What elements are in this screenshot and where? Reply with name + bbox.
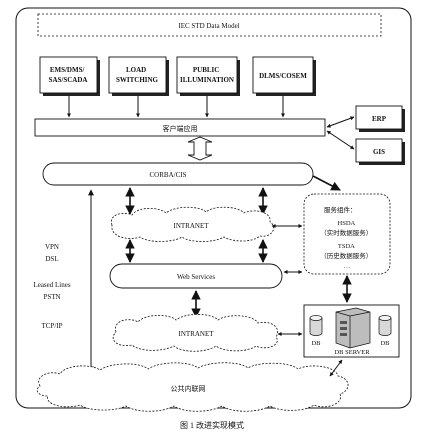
protocol-vpn: VPN: [45, 243, 59, 251]
server-icon: [335, 307, 371, 349]
service-line-1: 服务组件：: [324, 205, 357, 214]
protocol-pstn: PSTN: [43, 293, 60, 301]
db-server-label: DB SERVER: [334, 349, 370, 356]
service-line-6: …: [344, 263, 351, 270]
figure-caption: 图 1 改进实现模式: [180, 420, 244, 430]
service-line-5: （历史数据服务）: [320, 251, 372, 260]
db-right-label: DB: [380, 340, 390, 347]
arrows-client-to-erp-gis: [326, 116, 355, 150]
arrow-public-dbserver: [329, 359, 343, 377]
intranet-bottom-label: INTRANET: [179, 330, 215, 338]
top-box-public: PUBLIC ILLUMINATION: [176, 56, 240, 96]
web-services-label: Web Services: [177, 273, 215, 281]
gis-box: GIS: [355, 138, 405, 165]
arrows-corba-intranet: [125, 187, 268, 215]
svg-text:服务组件： HSDA （实时数据服务: 服务组件： HSDA （实时数据服务） TSDA （历史数据服务） …: [320, 205, 374, 270]
top-box-dlms-line-1: DLMS/COSEM: [259, 72, 307, 80]
db-right-icon: [378, 315, 392, 336]
db-server-box: DB DB DB SERVER: [303, 304, 400, 358]
top-box-public-line-2: ILLUMINATION: [180, 76, 234, 84]
protocol-tcpip: TCP/IP: [41, 322, 62, 330]
public-network-label: 公共内联网: [171, 384, 206, 393]
protocol-leased: Leased Lines: [33, 281, 70, 289]
header-box-label: IEC STD Data Model: [178, 22, 239, 30]
hollow-double-arrow: [187, 136, 213, 161]
top-box-ems-line-2: SAS/SCADA: [49, 76, 88, 84]
arrows-intranet-webservices: [125, 239, 268, 263]
top-box-load-line-1: LOAD: [126, 66, 146, 74]
erp-label: ERP: [372, 115, 387, 123]
top-box-dlms: DLMS/COSEM: [252, 56, 316, 96]
client-bar: 客户端应用: [34, 118, 326, 137]
svg-text:EMS/DMS/ SAS/SCADA: EMS/DMS/ SAS/SCADA: [49, 66, 88, 84]
service-line-2: HSDA: [338, 220, 356, 227]
top-box-ems: EMS/DMS/ SAS/SCADA: [39, 56, 100, 96]
service-line-4: TSDA: [338, 243, 355, 250]
intranet-bottom-cloud: INTRANET: [112, 313, 278, 352]
corba-bus: CORBA/CIS: [42, 162, 314, 186]
db-left-icon: [309, 315, 323, 336]
public-network-cloud: 公共内联网: [36, 362, 349, 412]
protocol-dsl: DSL: [45, 255, 58, 263]
web-services-box: Web Services: [109, 263, 283, 289]
svg-text:LOAD SWITCHING: LOAD SWITCHING: [116, 66, 159, 84]
svg-text:PUBLIC ILLUMINATION: PUBLIC ILLUMINATION: [180, 66, 234, 84]
top-box-public-line-1: PUBLIC: [193, 66, 219, 74]
intranet-top-cloud: INTRANET: [110, 206, 274, 242]
corba-to-services-arrow: [312, 175, 341, 191]
header-box: IEC STD Data Model: [37, 13, 382, 37]
corba-label: CORBA/CIS: [150, 171, 187, 179]
top-box-ems-line-1: EMS/DMS/: [50, 66, 86, 74]
top-box-load: LOAD SWITCHING: [108, 56, 169, 96]
protocol-labels: VPN DSL Leased Lines PSTN TCP/IP: [33, 243, 70, 330]
service-line-3: （实时数据服务）: [320, 228, 372, 237]
db-left-label: DB: [311, 340, 321, 347]
erp-box: ERP: [355, 105, 405, 132]
arrows-top-to-client: [67, 96, 285, 118]
intranet-top-label: INTRANET: [174, 222, 210, 230]
client-bar-label: 客户端应用: [163, 124, 198, 133]
service-components-box: 服务组件： HSDA （实时数据服务） TSDA （历史数据服务） …: [303, 193, 391, 275]
top-box-load-line-2: SWITCHING: [116, 76, 159, 84]
gis-label: GIS: [373, 148, 385, 156]
